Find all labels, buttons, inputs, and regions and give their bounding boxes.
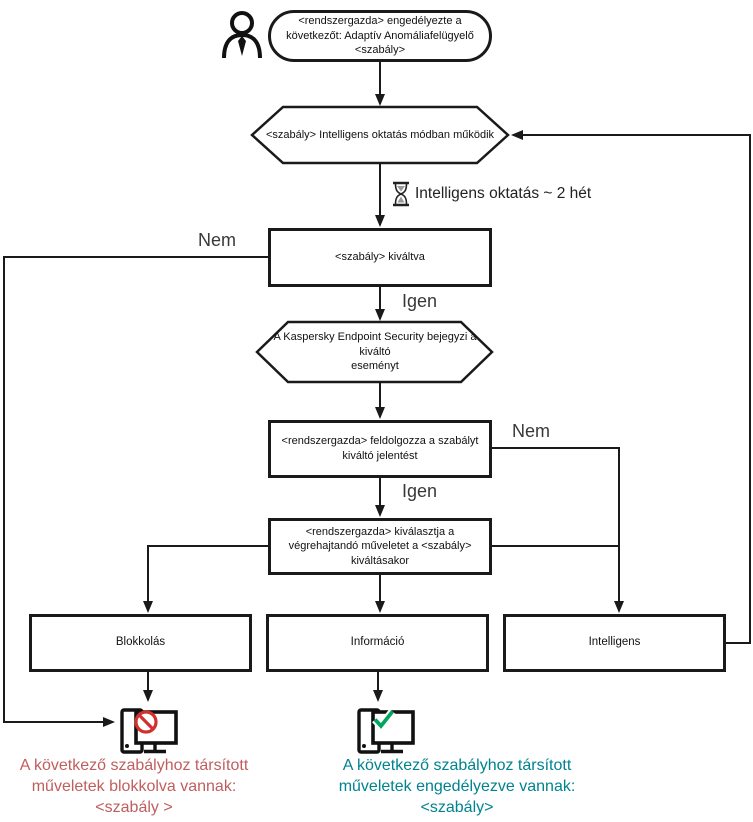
start-node-shape: [268, 10, 492, 62]
node-shapes: [29, 10, 726, 672]
blocked-computer-icon: [120, 708, 178, 754]
allowed-computer-icon: [357, 708, 415, 754]
edge-smart-loop-back: [511, 130, 751, 644]
info-box-shape: [266, 614, 489, 672]
logs-hexagon-shape: [255, 320, 494, 384]
logs-hexagon-label: A Kaspersky Endpoint Security bejegyzi a…: [273, 331, 477, 373]
person-icon: [222, 11, 262, 59]
triggered-rect-label: <szabály> kiváltva: [335, 251, 425, 264]
blocked-outcome-text: A következő szabályhoz társított művelet…: [19, 757, 249, 817]
edge-selects-to-block: [143, 545, 268, 613]
info-box-label: Információ: [350, 635, 405, 648]
edge-no-loop-left: [3, 256, 268, 727]
no-label-right: Nem: [512, 421, 551, 441]
prohibition-icon: [134, 710, 158, 734]
hourglass-icon: [393, 181, 409, 207]
edge-no-right-to-smart: [492, 447, 624, 613]
check-icon: [372, 709, 396, 733]
block-box-label: Blokkolás: [115, 635, 166, 648]
training-hexagon-label: <szabály> Intelligens oktatás módban műk…: [265, 128, 495, 141]
allowed-outcome-text: A következő szabályhoz társított művelet…: [338, 757, 576, 817]
training-hexagon-shape: [250, 105, 510, 165]
smart-box-shape: [503, 614, 726, 672]
yes-label-top: Igen: [402, 291, 438, 311]
connectors: [3, 62, 751, 727]
processes-rect-label: <rendszergazda> feldolgozza a szabályt k…: [281, 435, 479, 462]
processes-rect-shape: [268, 420, 492, 478]
smart-box-label: Intelligens: [588, 635, 641, 648]
start-node-label: <rendszergazda> engedélyezte a következő…: [286, 15, 474, 57]
triggered-rect-shape: [268, 228, 492, 287]
no-label-left: Nem: [198, 230, 237, 250]
selects-rect-label: <rendszergazda> kiválasztja a végrehajta…: [288, 525, 472, 567]
selects-rect-shape: [268, 518, 492, 575]
yes-label-bottom: Igen: [402, 481, 438, 501]
block-box-shape: [29, 614, 252, 672]
training-duration-label: Intelligens oktatás ~ 2 hét: [415, 185, 592, 202]
